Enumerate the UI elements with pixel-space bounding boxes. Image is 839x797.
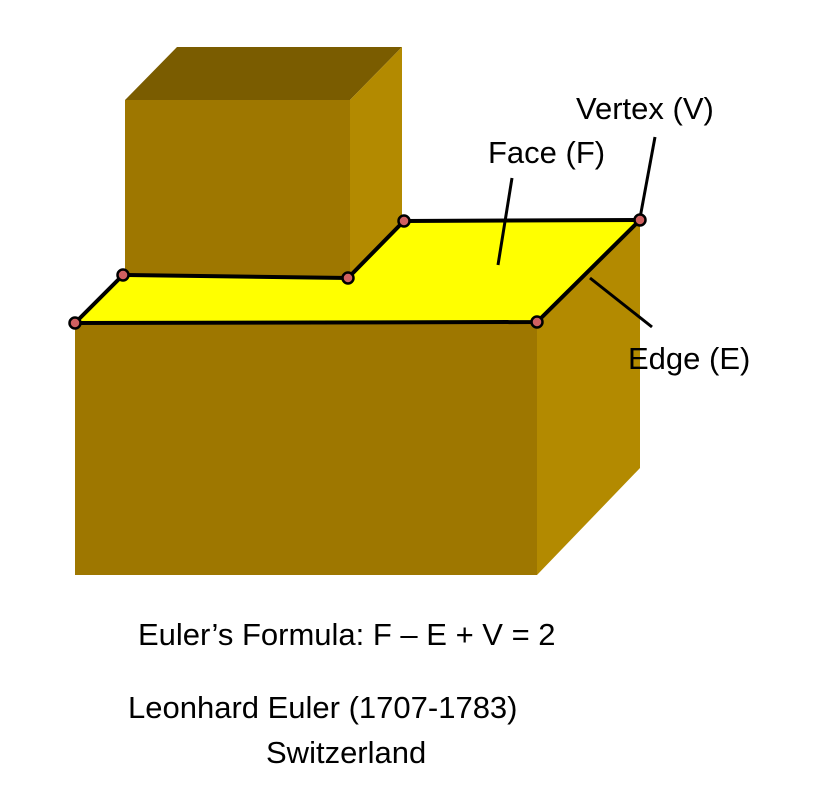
upper-block-front-face bbox=[125, 100, 350, 300]
lower-block-side-face bbox=[537, 220, 640, 575]
edge-label: Edge (E) bbox=[628, 341, 750, 376]
lower-block bbox=[75, 220, 640, 575]
leader-lines bbox=[496, 136, 657, 329]
vertex-marker bbox=[633, 213, 647, 227]
edge-leader-line bbox=[589, 276, 653, 329]
vertex-leader-line bbox=[638, 136, 657, 219]
vertex-marker bbox=[530, 315, 544, 329]
attribution-name: Leonhard Euler (1707-1783) bbox=[128, 690, 518, 725]
vertex-marker bbox=[116, 268, 130, 282]
vertex-label: Vertex (V) bbox=[576, 91, 714, 126]
vertex-marker bbox=[341, 271, 355, 285]
attribution-country: Switzerland bbox=[266, 735, 426, 770]
formula-text: Euler’s Formula: F – E + V = 2 bbox=[138, 617, 556, 652]
face-leader-line bbox=[496, 177, 514, 266]
lower-block-front-face bbox=[75, 322, 537, 575]
upper-block bbox=[125, 47, 402, 300]
vertex-markers bbox=[68, 213, 647, 330]
vertex-marker bbox=[68, 316, 82, 330]
vertex-marker bbox=[397, 214, 411, 228]
face-label: Face (F) bbox=[488, 135, 605, 170]
upper-block-top-face bbox=[125, 47, 402, 100]
